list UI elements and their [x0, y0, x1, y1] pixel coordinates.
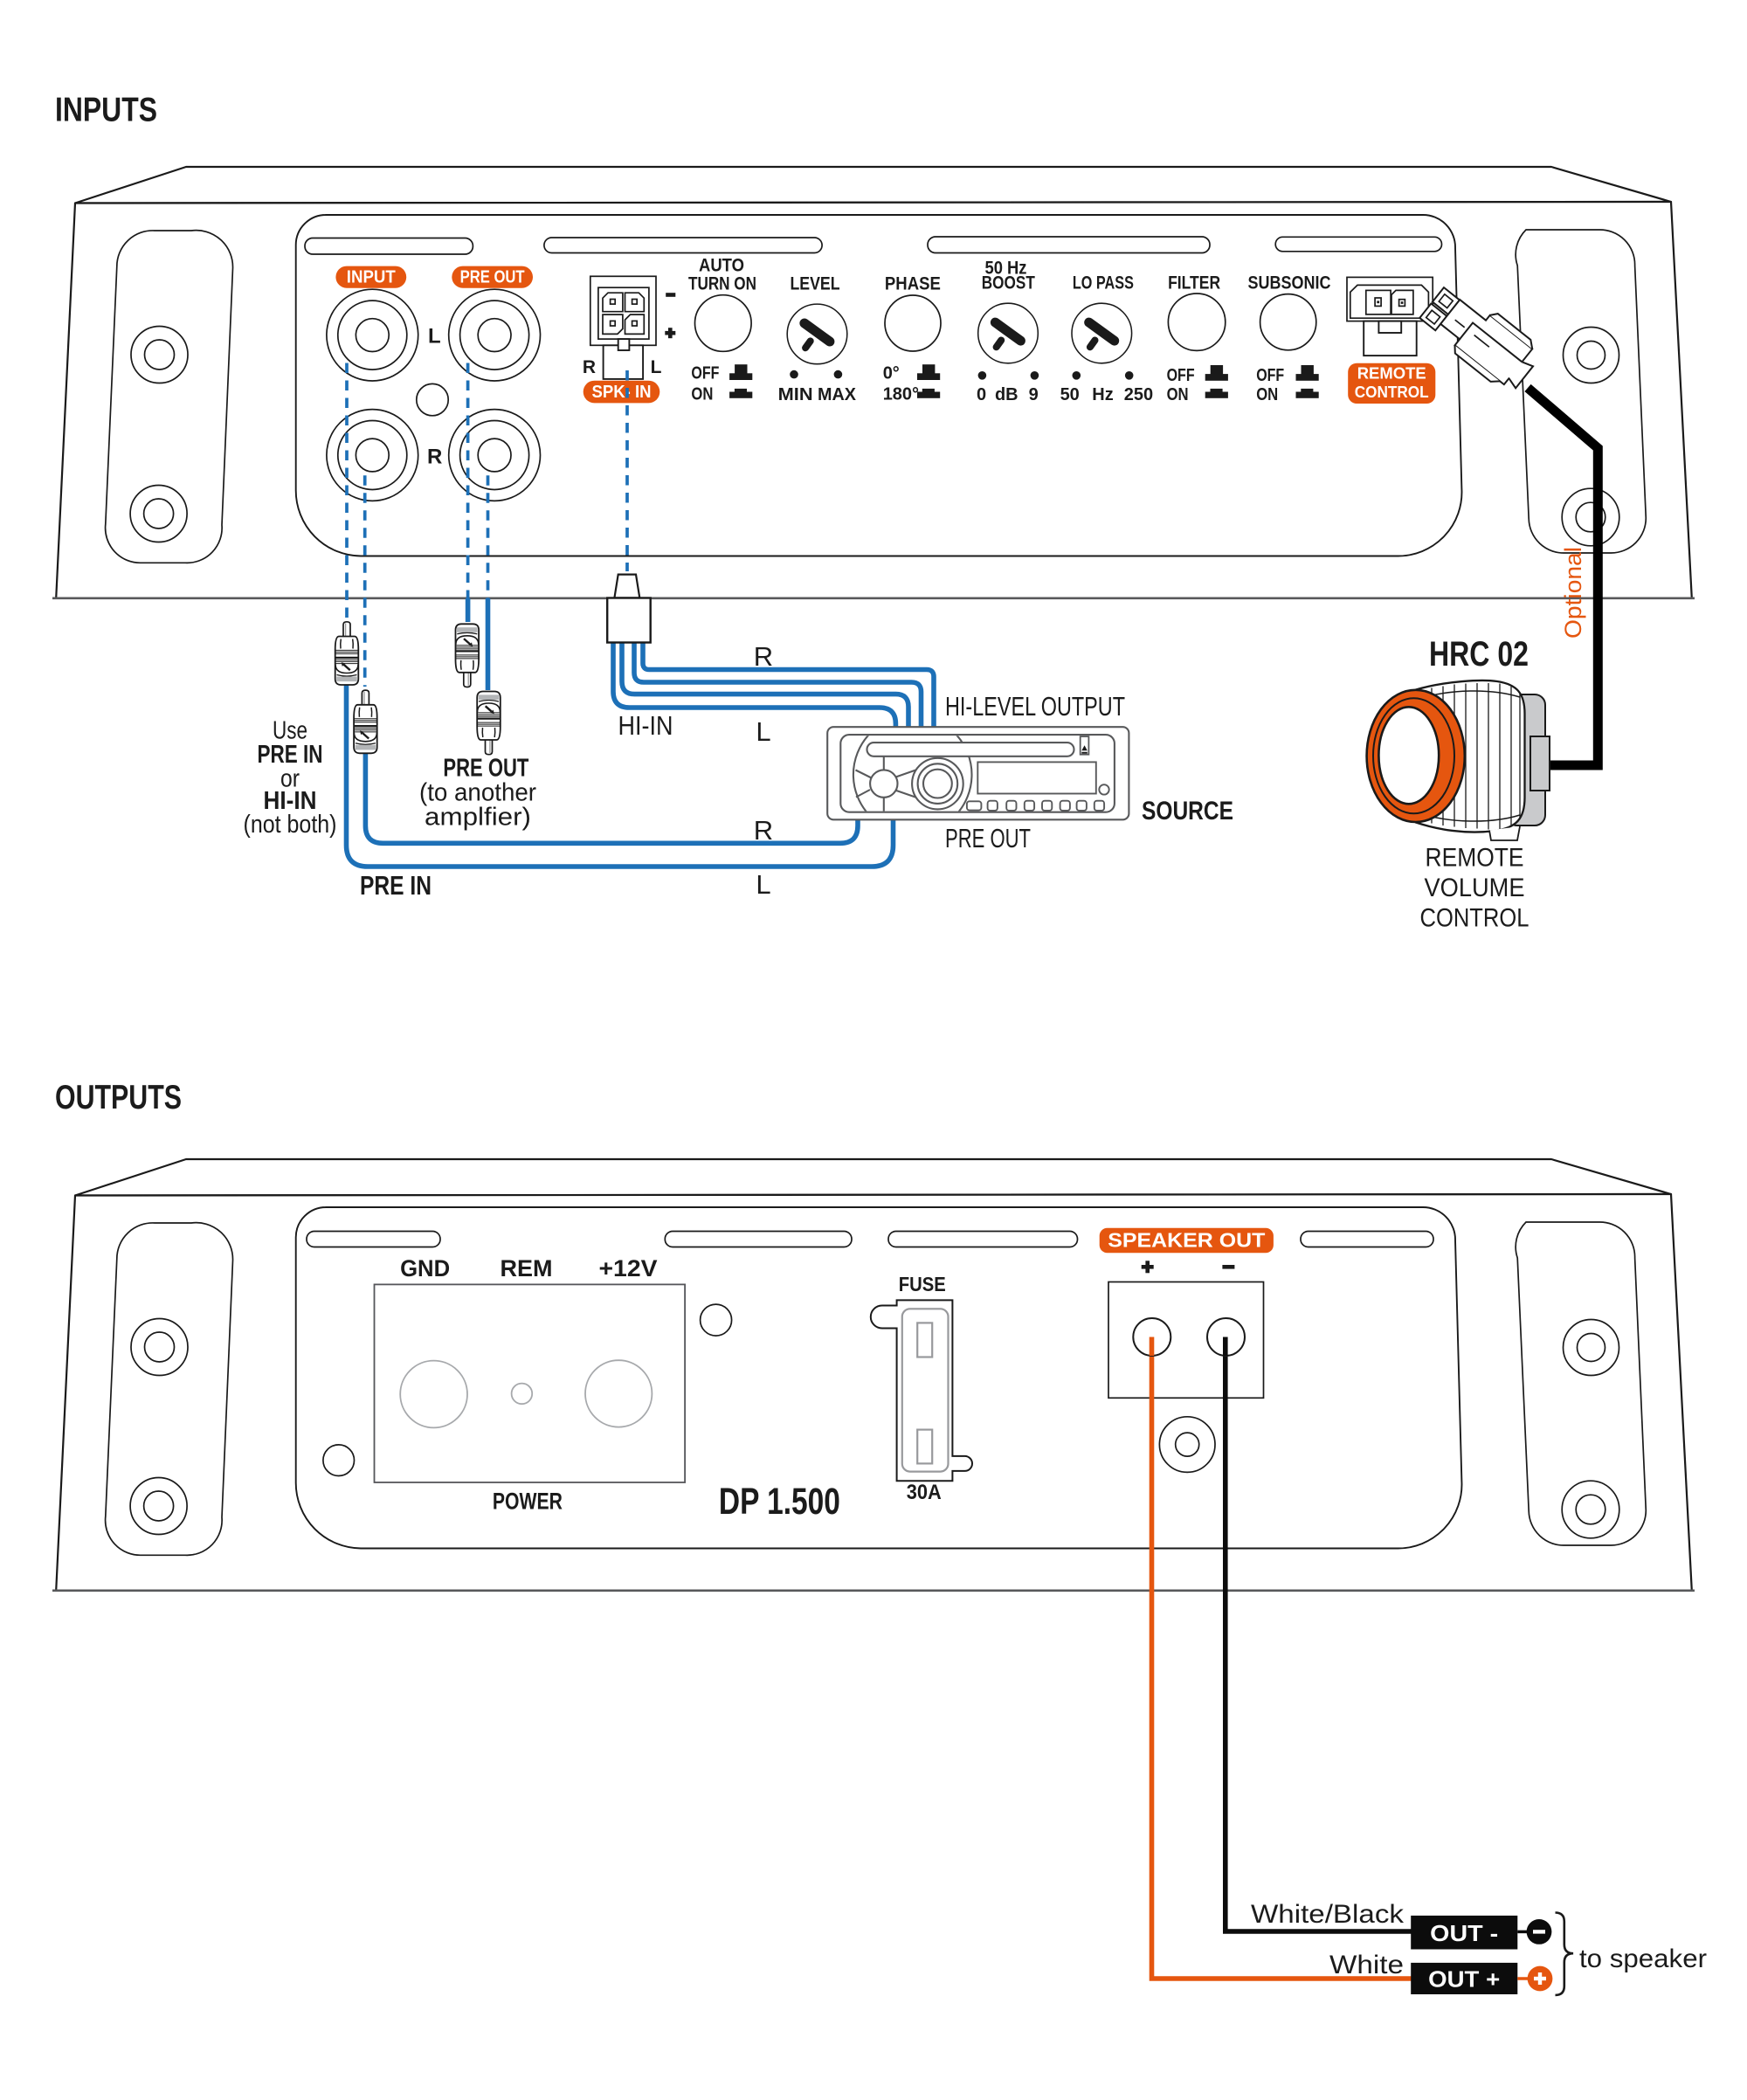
svg-text:0: 0 — [977, 385, 986, 404]
svg-text:HRC 02: HRC 02 — [1429, 635, 1529, 674]
svg-text:AUTO: AUTO — [699, 256, 744, 276]
svg-text:VOLUME: VOLUME — [1425, 874, 1525, 902]
svg-text:DP 1.500: DP 1.500 — [719, 1481, 840, 1523]
svg-text:R: R — [583, 357, 596, 377]
svg-text:OFF: OFF — [691, 364, 719, 383]
svg-text:PRE OUT: PRE OUT — [443, 755, 528, 783]
svg-text:FILTER: FILTER — [1168, 273, 1220, 294]
svg-text:MAX: MAX — [818, 385, 857, 404]
svg-text:30A: 30A — [907, 1481, 942, 1504]
svg-text:REMOTE: REMOTE — [1357, 364, 1426, 383]
svg-text:(to another: (to another — [419, 779, 536, 807]
svg-text:POWER: POWER — [493, 1489, 563, 1515]
svg-text:OUT -: OUT - — [1430, 1920, 1498, 1946]
svg-text:BOOST: BOOST — [982, 273, 1035, 294]
svg-text:SPEAKER OUT: SPEAKER OUT — [1108, 1229, 1265, 1252]
svg-text:L: L — [651, 357, 662, 377]
svg-text:Hz: Hz — [1092, 385, 1113, 404]
svg-text:SUBSONIC: SUBSONIC — [1248, 273, 1331, 294]
svg-text:or: or — [280, 765, 300, 793]
svg-text:LO PASS: LO PASS — [1073, 273, 1134, 294]
svg-text:PRE OUT: PRE OUT — [945, 823, 1031, 853]
svg-text:GND: GND — [400, 1255, 450, 1281]
svg-text:OUT +: OUT + — [1428, 1966, 1500, 1993]
svg-text:Optional: Optional — [1560, 547, 1586, 639]
svg-text:White: White — [1329, 1951, 1404, 1979]
svg-text:250: 250 — [1124, 385, 1153, 404]
svg-text:Use: Use — [273, 717, 307, 745]
svg-text:OFF: OFF — [1256, 366, 1284, 385]
svg-text:ON: ON — [691, 385, 713, 404]
svg-text:HI-LEVEL OUTPUT: HI-LEVEL OUTPUT — [945, 691, 1125, 722]
svg-text:180°: 180° — [883, 385, 919, 404]
svg-text:(not both): (not both) — [244, 811, 337, 839]
svg-text:0°: 0° — [883, 364, 900, 383]
svg-text:L: L — [756, 716, 770, 747]
svg-text:CONTROL: CONTROL — [1355, 383, 1429, 401]
svg-text:PHASE: PHASE — [885, 274, 941, 294]
svg-text:OFF: OFF — [1167, 366, 1195, 385]
svg-text:TURN ON: TURN ON — [688, 274, 756, 294]
svg-text:INPUTS: INPUTS — [55, 92, 157, 129]
svg-text:+12V: +12V — [599, 1255, 658, 1281]
svg-text:L: L — [428, 325, 441, 349]
svg-text:MIN: MIN — [778, 385, 813, 404]
svg-text:FUSE: FUSE — [899, 1273, 946, 1295]
svg-text:PRE OUT: PRE OUT — [460, 268, 525, 287]
svg-text:ON: ON — [1167, 385, 1189, 404]
svg-text:R: R — [427, 446, 442, 469]
svg-text:R: R — [754, 815, 773, 846]
svg-text:50 Hz: 50 Hz — [985, 259, 1027, 279]
svg-text:dB: dB — [995, 385, 1019, 404]
svg-text:amplfier): amplfier) — [425, 804, 531, 832]
svg-text:PRE IN: PRE IN — [360, 870, 432, 901]
svg-text:LEVEL: LEVEL — [791, 274, 840, 294]
svg-text:CONTROL: CONTROL — [1420, 904, 1529, 933]
svg-text:ON: ON — [1256, 385, 1278, 404]
svg-text:White/Black: White/Black — [1251, 1900, 1405, 1929]
svg-text:INPUT: INPUT — [347, 268, 396, 287]
svg-text:HI-IN: HI-IN — [264, 787, 317, 815]
svg-text:SOURCE: SOURCE — [1142, 797, 1233, 825]
svg-text:OUTPUTS: OUTPUTS — [55, 1079, 182, 1116]
svg-text:50: 50 — [1060, 385, 1080, 404]
svg-text:R: R — [754, 641, 773, 672]
svg-text:to speaker: to speaker — [1579, 1945, 1707, 1973]
svg-text:L: L — [756, 869, 770, 900]
svg-text:9: 9 — [1029, 385, 1039, 404]
svg-text:SPK- IN: SPK- IN — [592, 383, 652, 402]
svg-text:HI-IN: HI-IN — [618, 710, 673, 741]
svg-text:PRE IN: PRE IN — [258, 741, 323, 769]
svg-text:REMOTE: REMOTE — [1426, 844, 1524, 873]
svg-text:REM: REM — [501, 1255, 553, 1281]
